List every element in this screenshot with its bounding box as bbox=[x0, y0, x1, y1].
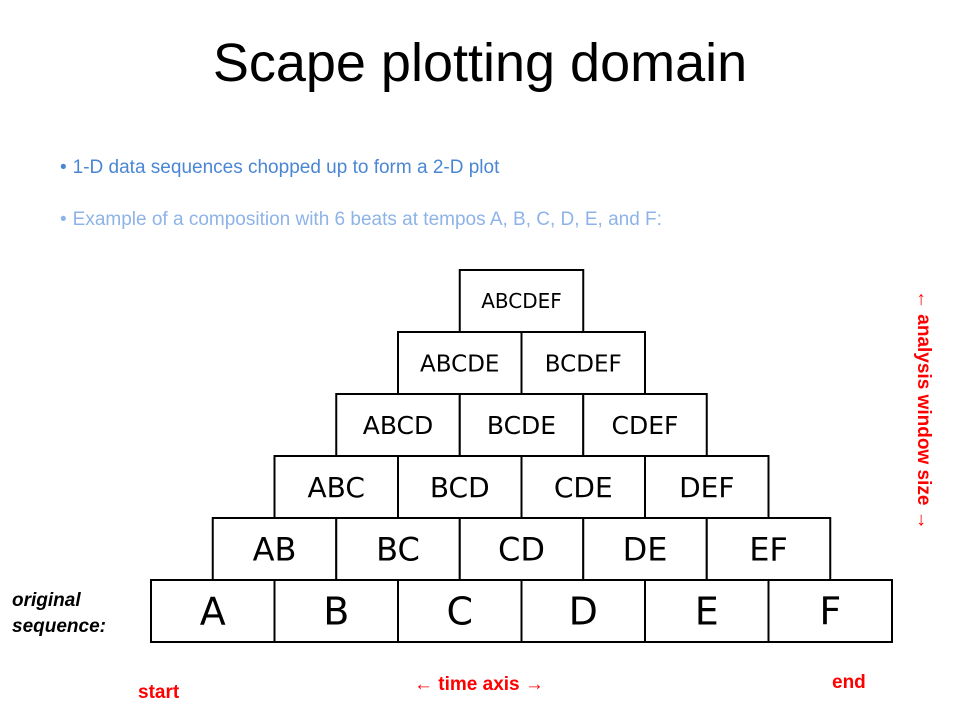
pyramid-cell: EF bbox=[705, 517, 832, 581]
original-sequence-label: original sequence: bbox=[12, 588, 106, 640]
time-axis-label: ← time axis → bbox=[414, 674, 544, 695]
pyramid-cell-label: BCD bbox=[430, 471, 490, 504]
bullet-1-dot: • bbox=[60, 157, 67, 178]
pyramid-cell: BC bbox=[335, 517, 461, 581]
original-label-line1: original bbox=[12, 590, 81, 611]
pyramid-cell-box bbox=[397, 331, 523, 395]
pyramid-cell-box bbox=[458, 393, 585, 457]
pyramid-cell: D bbox=[520, 579, 646, 643]
page-title: Scape plotting domain bbox=[212, 33, 748, 93]
pyramid-cell: BCDEF bbox=[520, 331, 646, 395]
pyramid-cell-box bbox=[458, 517, 585, 581]
pyramid-cell: F bbox=[767, 579, 893, 643]
pyramid-cell: DE bbox=[582, 517, 708, 581]
bullet-2-text: Example of a composition with 6 beats at… bbox=[72, 209, 662, 230]
pyramid-cell-label: DEF bbox=[679, 471, 734, 504]
pyramid-cell: CDE bbox=[520, 455, 646, 519]
pyramid-cell: ABCD bbox=[335, 393, 461, 457]
pyramid-cell: AB bbox=[211, 517, 338, 581]
end-label: end bbox=[832, 672, 866, 693]
pyramid-cell-label: C bbox=[446, 590, 473, 634]
pyramid-cell: ABC bbox=[273, 455, 399, 519]
pyramid-cell-label: B bbox=[323, 590, 349, 634]
pyramid-cell: ABCDEF bbox=[458, 269, 585, 333]
bullet-2-dot: • bbox=[60, 209, 67, 230]
bullet-1-text: 1-D data sequences chopped up to form a … bbox=[72, 157, 500, 178]
pyramid-cell: A bbox=[150, 579, 276, 643]
pyramid-cell-box bbox=[273, 579, 399, 643]
pyramid-cell: B bbox=[273, 579, 399, 643]
pyramid-cell: CDEF bbox=[582, 393, 708, 457]
pyramid-cell-box bbox=[520, 331, 646, 395]
pyramid-cell-label: DE bbox=[623, 531, 668, 569]
pyramid-cell: C bbox=[397, 579, 523, 643]
original-label-line2: sequence: bbox=[12, 616, 106, 637]
pyramid-cell-label: CDEF bbox=[612, 411, 679, 440]
pyramid-cell-box bbox=[582, 393, 708, 457]
pyramid-cell-label: EF bbox=[749, 531, 788, 569]
pyramid-cell-label: E bbox=[695, 590, 719, 634]
pyramid-cell-box bbox=[644, 579, 770, 643]
pyramid-cell-label: ABCDE bbox=[420, 351, 499, 377]
pyramid-cell-label: ABC bbox=[308, 471, 365, 504]
pyramid-cell: E bbox=[644, 579, 770, 643]
pyramid-cell-label: CD bbox=[498, 531, 545, 569]
pyramid-cell: BCD bbox=[397, 455, 523, 519]
pyramid-cell-label: F bbox=[819, 590, 841, 634]
pyramid-cell: BCDE bbox=[458, 393, 585, 457]
pyramid-cell-box bbox=[644, 455, 770, 519]
pyramid-cell-label: BCDE bbox=[487, 411, 556, 440]
pyramid-cell-label: A bbox=[200, 590, 226, 634]
analysis-window-size-label: ← analysis window size → bbox=[913, 290, 934, 530]
pyramid-cell-box bbox=[335, 393, 461, 457]
pyramid-cell-box bbox=[582, 517, 708, 581]
pyramid-cell-label: ABCDEF bbox=[481, 289, 562, 313]
bullet-1: •1-D data sequences chopped up to form a… bbox=[60, 156, 499, 180]
pyramid-cell-box bbox=[211, 517, 338, 581]
pyramid-cell-box bbox=[705, 517, 832, 581]
pyramid-cell-label: ABCD bbox=[363, 411, 434, 440]
pyramid-cell-box bbox=[767, 579, 893, 643]
bullet-2: •Example of a composition with 6 beats a… bbox=[60, 208, 662, 232]
pyramid-cell-box bbox=[520, 579, 646, 643]
pyramid-cell-label: AB bbox=[253, 531, 297, 569]
pyramid-cell-label: BC bbox=[376, 531, 420, 569]
pyramid-cell-box bbox=[150, 579, 276, 643]
pyramid-cell: CD bbox=[458, 517, 585, 581]
pyramid-cell-label: D bbox=[569, 590, 598, 634]
pyramid-cell: DEF bbox=[644, 455, 770, 519]
pyramid-cell-label: BCDEF bbox=[545, 351, 622, 377]
pyramid-cell: ABCDE bbox=[397, 331, 523, 395]
pyramid-cell-label: CDE bbox=[554, 471, 613, 504]
start-label: start bbox=[138, 682, 180, 703]
